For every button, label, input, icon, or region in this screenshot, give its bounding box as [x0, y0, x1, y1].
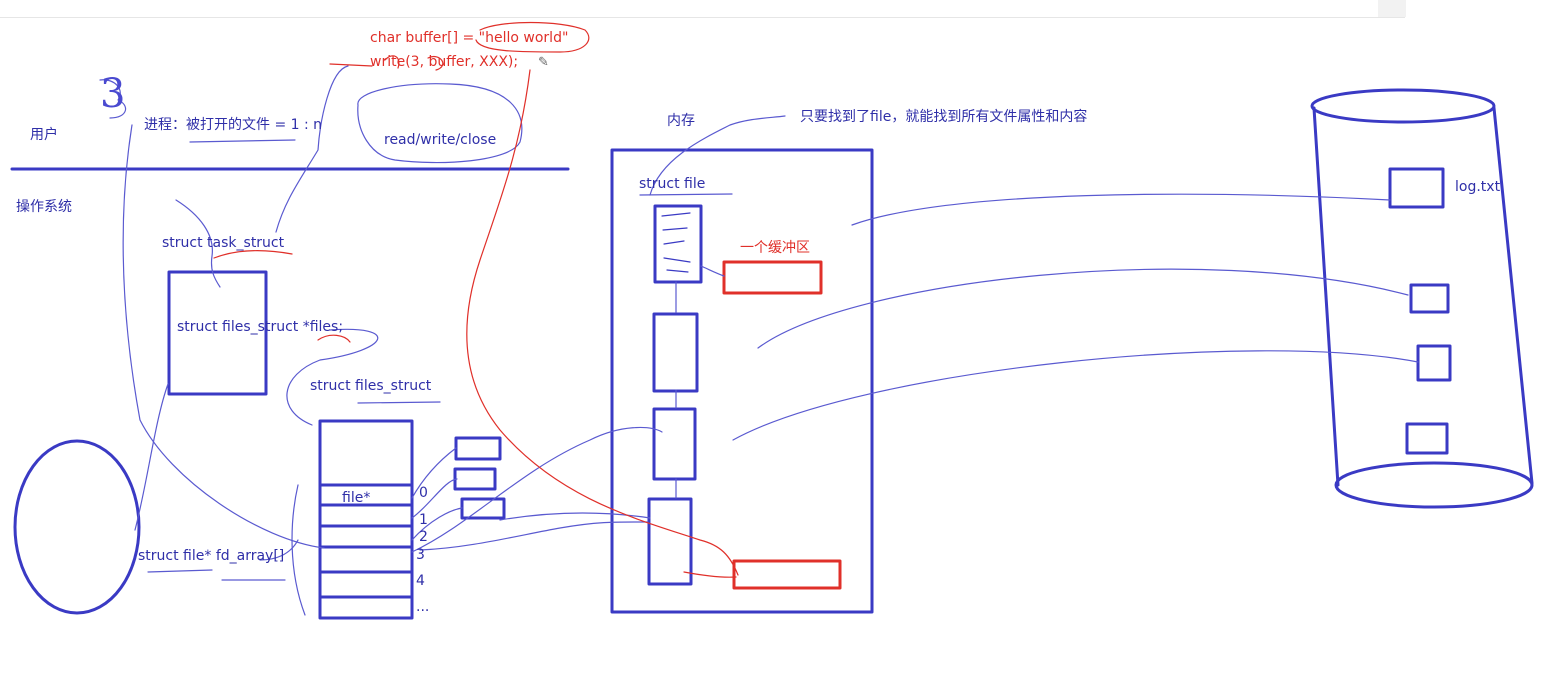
- buffer-box-2: [732, 559, 842, 590]
- struct-file-box-3: [652, 407, 697, 481]
- struct-file-label: struct file: [639, 176, 706, 192]
- process-label: 进程：被打开的文件 = 1 : n: [144, 117, 323, 133]
- memory-label: 内存: [667, 113, 695, 129]
- task-struct-box: [167, 270, 268, 396]
- toolbar-corner-button[interactable]: [1378, 0, 1406, 17]
- files-pointer-label: struct files_struct *files;: [177, 319, 344, 335]
- process-ellipse: [13, 439, 141, 615]
- file-pointer-label: file*: [342, 490, 371, 506]
- fd-target-box-0: [454, 436, 502, 461]
- red-connector-strokes: [213, 21, 739, 578]
- files-struct-label: struct files_struct: [310, 378, 432, 394]
- fd-array-label: struct file* fd_array[]: [138, 548, 285, 564]
- memory-region: [610, 148, 874, 614]
- handwritten-number: 3: [100, 71, 126, 117]
- code-line-2: write(3, buffer, XXX);: [370, 54, 519, 70]
- task-struct-label: struct task_struct: [162, 235, 285, 251]
- buffer-label: 一个缓冲区: [740, 240, 810, 256]
- disk-file-label: log.txt: [1455, 179, 1501, 195]
- code-line-1: char buffer[] = "hello world": [370, 30, 569, 46]
- fd-index-4: 4: [416, 573, 425, 589]
- struct-file-box-4: [647, 497, 693, 586]
- syscalls-label: read/write/close: [384, 132, 497, 148]
- pen-icon[interactable]: ✎: [538, 55, 549, 70]
- top-toolbar-strip: [0, 0, 1405, 18]
- fd-index-3: 3: [416, 547, 425, 563]
- fd-target-box-1: [453, 467, 497, 491]
- fd-array-table: [318, 419, 414, 620]
- os-label: 操作系统: [16, 199, 72, 215]
- disk-file-box-1: [1388, 167, 1445, 209]
- struct-file-scribbles: [661, 212, 691, 273]
- disk-cylinder: [1310, 88, 1534, 509]
- struct-file-box-1: [653, 204, 703, 284]
- find-note: 只要找到了file，就能找到所有文件属性和内容: [800, 109, 1088, 125]
- disk-file-box-2: [1409, 283, 1450, 314]
- fd-index-1: 1: [419, 512, 428, 528]
- disk-file-box-3: [1416, 344, 1452, 382]
- blue-connector-strokes: [99, 65, 1419, 616]
- fd-target-box-2: [460, 497, 506, 520]
- disk-file-box-4: [1405, 422, 1449, 455]
- fd-index-2: 2: [419, 529, 428, 545]
- fd-index-0: 0: [419, 485, 428, 501]
- fd-index-more: ...: [416, 599, 430, 615]
- struct-file-box-2: [652, 312, 699, 393]
- user-label: 用户: [30, 127, 58, 143]
- buffer-box-1: [722, 260, 823, 295]
